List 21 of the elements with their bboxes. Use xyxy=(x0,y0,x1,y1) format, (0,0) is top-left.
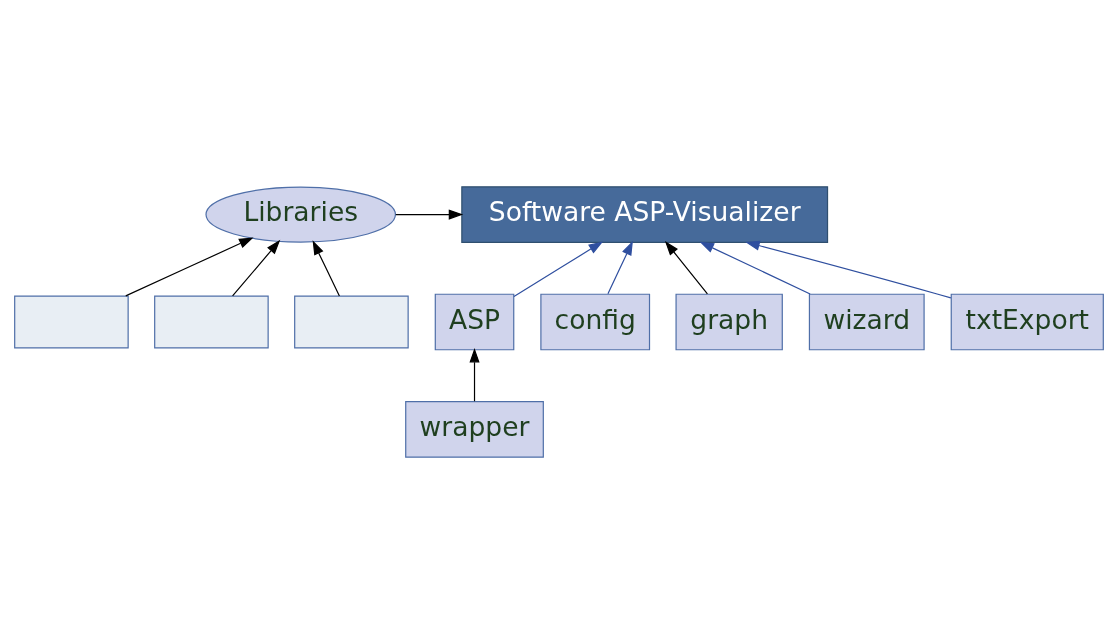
arrow xyxy=(607,240,633,295)
node-box: graph xyxy=(675,293,783,351)
arrow xyxy=(513,241,604,298)
node-box xyxy=(14,295,129,349)
arrow xyxy=(745,240,952,299)
arrow xyxy=(469,347,480,402)
node-box: wrapper xyxy=(405,401,544,458)
node-box: Software ASP-Visualizer xyxy=(461,186,829,243)
arrow xyxy=(664,240,708,295)
node-box: ASP xyxy=(434,293,515,351)
arrow xyxy=(125,237,254,297)
node-box: txtExport xyxy=(950,293,1104,351)
node-ellipse: Libraries xyxy=(205,186,397,243)
node-box: config xyxy=(540,293,651,351)
arrow xyxy=(312,240,340,297)
arrow xyxy=(699,241,811,295)
node-box xyxy=(154,295,269,349)
node-box: wizard xyxy=(808,293,925,351)
arrow xyxy=(231,239,281,297)
arrow xyxy=(395,209,464,220)
node-box xyxy=(294,295,409,349)
